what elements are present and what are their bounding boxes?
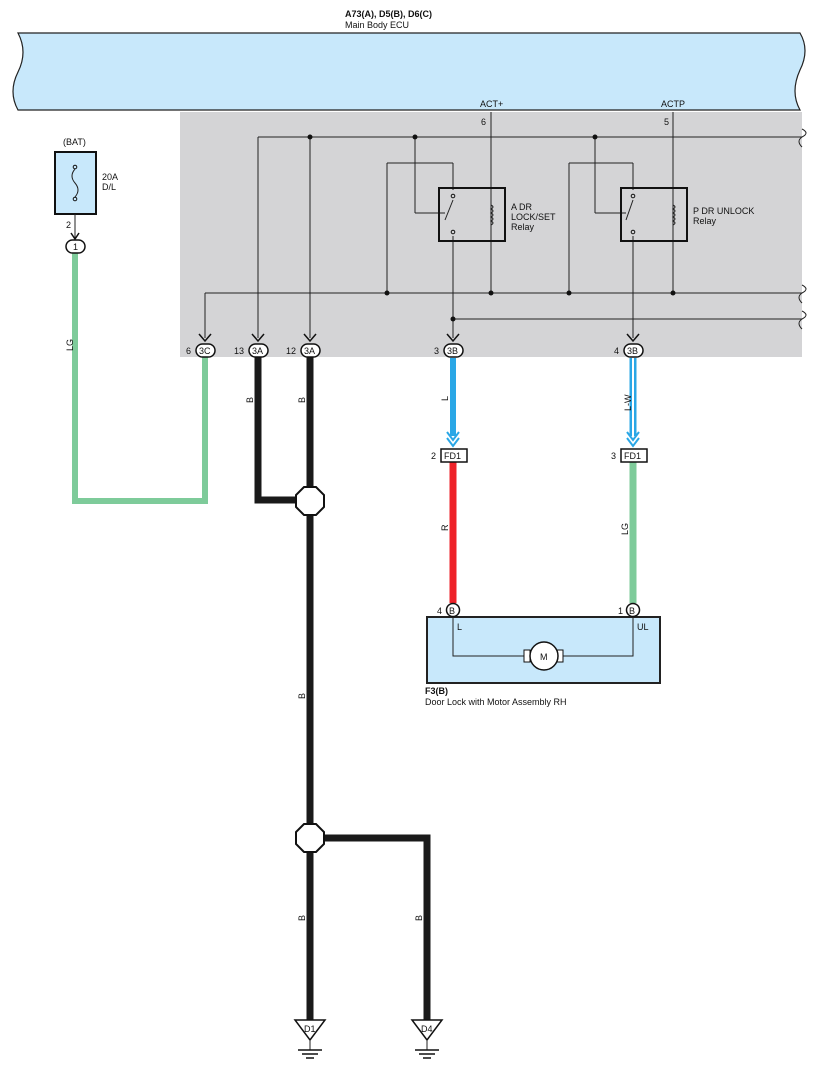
ecu-internal-wiring bbox=[204, 112, 807, 338]
svg-text:3B: 3B bbox=[447, 346, 458, 356]
wire-label-b-lower-right: B bbox=[414, 915, 424, 921]
wire-label-lg-motor: LG bbox=[620, 523, 630, 535]
relay-p-label-line1: P DR UNLOCK bbox=[693, 206, 754, 216]
svg-text:3: 3 bbox=[434, 346, 439, 356]
svg-text:3B: 3B bbox=[627, 346, 638, 356]
svg-text:4: 4 bbox=[437, 606, 442, 616]
wire-label-lg-fuse: LG bbox=[65, 339, 75, 351]
actp-pin: 5 bbox=[664, 117, 669, 127]
svg-text:L: L bbox=[457, 622, 462, 632]
svg-text:D1: D1 bbox=[304, 1024, 316, 1034]
connector-fd1-pin3: FD1 3 bbox=[611, 448, 648, 463]
svg-text:UL: UL bbox=[637, 622, 649, 632]
relay-p-label-line2: Relay bbox=[693, 216, 717, 226]
svg-text:4: 4 bbox=[614, 346, 619, 356]
wire-label-b-lower-left: B bbox=[297, 915, 307, 921]
relay-a-dr-lock-set bbox=[438, 187, 506, 242]
svg-text:M: M bbox=[540, 652, 548, 662]
svg-text:FD1: FD1 bbox=[624, 451, 641, 461]
wire-label-lw: L-W bbox=[623, 394, 633, 411]
act-plus-pin: 6 bbox=[481, 117, 486, 127]
relay-a-label-line1: A DR bbox=[511, 202, 533, 212]
connector-fd1-pin2: FD1 2 bbox=[431, 448, 468, 463]
fuse-icon bbox=[71, 164, 79, 202]
wire-label-b-pin12: B bbox=[297, 397, 307, 403]
connector-pin-3-3b: 3B 3 bbox=[434, 333, 464, 358]
wire-l-arrow-icon bbox=[446, 431, 460, 448]
wire-label-r: R bbox=[440, 524, 450, 531]
connector-pin-13-3a: 3A 13 bbox=[234, 333, 269, 358]
fuse-rating: 20A bbox=[102, 172, 118, 182]
splice-upper bbox=[295, 486, 325, 516]
svg-text:1: 1 bbox=[618, 606, 623, 616]
motor-icon: M bbox=[523, 641, 564, 671]
fuse-arrow-icon bbox=[70, 232, 80, 241]
splice-lower bbox=[295, 823, 325, 853]
wire-b-branch-d4 bbox=[322, 834, 431, 1020]
svg-text:12: 12 bbox=[286, 346, 296, 356]
svg-text:2: 2 bbox=[431, 451, 436, 461]
connector-fuse-terminal: 1 bbox=[65, 239, 86, 254]
ecu-name: Main Body ECU bbox=[345, 20, 409, 30]
act-plus-label: ACT+ bbox=[480, 99, 503, 109]
svg-text:6: 6 bbox=[186, 346, 191, 356]
svg-text:1: 1 bbox=[73, 242, 78, 252]
ground-d4: D4 bbox=[410, 1019, 444, 1059]
wire-label-b-pin13: B bbox=[245, 397, 255, 403]
wire-label-l: L bbox=[440, 396, 450, 401]
connector-pin-12-3a: 3A 12 bbox=[286, 333, 321, 358]
svg-text:B: B bbox=[629, 606, 635, 616]
svg-text:13: 13 bbox=[234, 346, 244, 356]
svg-text:3: 3 bbox=[611, 451, 616, 461]
wire-lg-fuse bbox=[72, 253, 208, 504]
fuse-source: (BAT) bbox=[63, 137, 86, 147]
relay-a-label-line2: LOCK/SET bbox=[511, 212, 556, 222]
ecu-body bbox=[12, 32, 806, 111]
fuse-pin: 2 bbox=[66, 220, 71, 230]
fuse-name: D/L bbox=[102, 182, 116, 192]
svg-text:B: B bbox=[449, 606, 455, 616]
motor-pin-ul: B 1 UL bbox=[618, 602, 649, 632]
svg-text:3A: 3A bbox=[304, 346, 315, 356]
connector-pin-4-3b: 3B 4 bbox=[614, 333, 644, 358]
wire-lw-arrow-icon bbox=[626, 431, 640, 448]
motor-name: Door Lock with Motor Assembly RH bbox=[425, 697, 567, 707]
wire-b-pin13 bbox=[254, 357, 298, 504]
svg-text:3A: 3A bbox=[252, 346, 263, 356]
motor-pin-l: B 4 L bbox=[437, 602, 462, 632]
svg-text:FD1: FD1 bbox=[444, 451, 461, 461]
ecu-connector-ids: A73(A), D5(B), D6(C) bbox=[345, 9, 432, 19]
svg-text:3C: 3C bbox=[199, 346, 211, 356]
relay-p-dr-unlock bbox=[620, 187, 688, 242]
connector-pin-6-3c: 3C 6 bbox=[186, 333, 216, 358]
wire-label-b-main: B bbox=[297, 693, 307, 699]
actp-label: ACTP bbox=[661, 99, 685, 109]
relay-a-label-line3: Relay bbox=[511, 222, 535, 232]
motor-id: F3(B) bbox=[425, 686, 448, 696]
svg-text:D4: D4 bbox=[421, 1024, 433, 1034]
ground-d1: D1 bbox=[293, 1019, 327, 1059]
motor-internal-wire bbox=[452, 617, 634, 657]
